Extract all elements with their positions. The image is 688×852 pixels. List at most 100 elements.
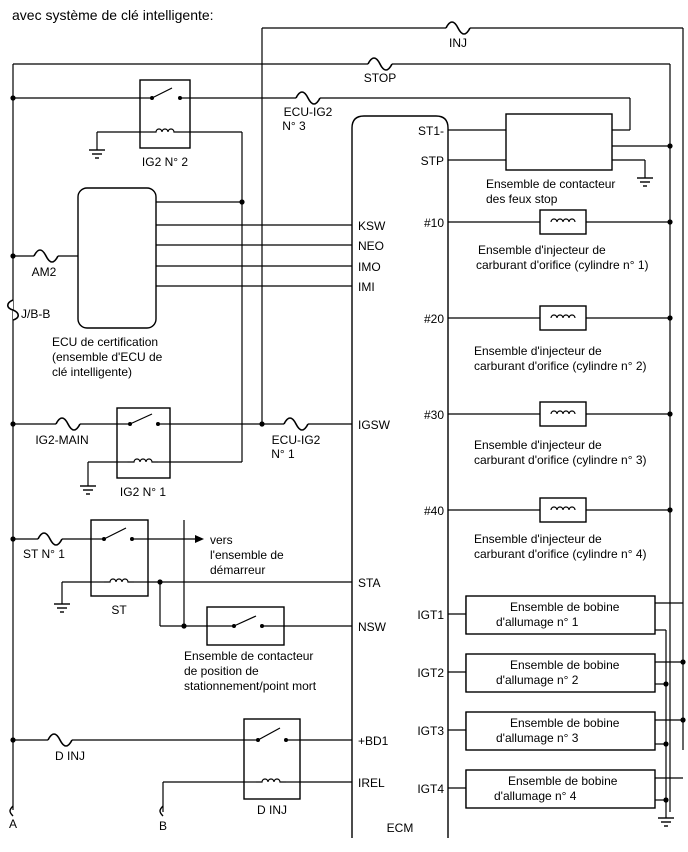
relay-d-inj: [243, 718, 301, 800]
fuse-inj-icon: [445, 21, 471, 35]
fuse-label-am2: AM2: [32, 265, 57, 279]
stop-switch-label-1: Ensemble de contacteur: [486, 177, 615, 191]
ecm-pin-igt2: IGT2: [417, 666, 444, 680]
injector-3-label-2: carburant d'orifice (cylindre n° 3): [474, 453, 647, 467]
neutral-switch-label-1: Ensemble de contacteur: [184, 649, 313, 663]
injector-4: [539, 497, 587, 523]
relay-ig2-1: [116, 407, 171, 479]
fuse-ig2-main-icon: [55, 417, 81, 431]
ignition-coil-3-label-2: d'allumage n° 3: [496, 731, 579, 745]
fuse-label-d-inj: D INJ: [55, 749, 85, 763]
relay-label-ig2-1: IG2 N° 1: [120, 485, 166, 499]
junctions: [10, 95, 686, 803]
ignition-coil-1: [465, 595, 656, 635]
ecm-pin-igt4: IGT4: [417, 782, 444, 796]
ecm-pin-igt3: IGT3: [417, 724, 444, 738]
ignition-coil-3: [465, 711, 656, 751]
jb-connector-icon: [6, 299, 20, 321]
connector-label-b: B: [159, 819, 167, 833]
ecm-pin-30: #30: [424, 408, 444, 422]
fuse-st1-icon: [37, 532, 63, 546]
starter-note-3: démarreur: [210, 563, 265, 577]
neutral-switch-label-3: stationnement/point mort: [184, 679, 317, 693]
certification-ecu-label-1: ECU de certification: [52, 335, 158, 349]
ignition-coil-4-label-1: Ensemble de bobine: [508, 774, 618, 788]
injector-3-label-1: Ensemble d'injecteur de: [474, 438, 602, 452]
ground-icon: [80, 485, 96, 495]
ecm-pin-10: #10: [424, 216, 444, 230]
ecm-pin-40: #40: [424, 504, 444, 518]
injector-4-label-1: Ensemble d'injecteur de: [474, 532, 602, 546]
coil-icon: [550, 314, 576, 319]
certification-ecu-label-3: clé intelligente): [52, 365, 132, 379]
relay-label-d-inj: D INJ: [257, 803, 287, 817]
ecm-pin-igsw: IGSW: [358, 418, 391, 432]
fuse-label-ecu-ig2-1: ECU-IG2: [272, 433, 321, 447]
injector-2-label-1: Ensemble d'injecteur de: [474, 344, 602, 358]
connector-label-a: A: [9, 817, 17, 831]
ground-symbols: [54, 149, 674, 827]
relay-ig2-2: [139, 79, 191, 149]
fuse-d-inj-icon: [47, 733, 73, 747]
ecm-pin-stp: STP: [421, 154, 444, 168]
ecm-pin-irel: IREL: [358, 776, 385, 790]
fuse-ecu-ig2-3-icon: [295, 91, 321, 105]
stop-switch-label-2: des feux stop: [486, 192, 558, 206]
ecm-box: [351, 115, 449, 838]
ignition-coil-1-label-2: d'allumage n° 1: [496, 615, 579, 629]
ignition-coil-2: [465, 653, 656, 693]
ground-icon: [637, 177, 653, 187]
ecm-pin-imi: IMI: [358, 280, 375, 294]
ignition-coil-1-label-1: Ensemble de bobine: [510, 600, 620, 614]
coil-icon: [128, 458, 158, 463]
ground-icon: [89, 149, 105, 159]
coil-icon: [104, 578, 134, 583]
neutral-switch: [206, 606, 285, 646]
ignition-coil-3-label-1: Ensemble de bobine: [510, 716, 620, 730]
ecm-pin-sta: STA: [358, 576, 380, 590]
starter-note-1: vers: [210, 533, 233, 547]
injector-1-label-1: Ensemble d'injecteur de: [478, 243, 606, 257]
fuse-symbols: [6, 21, 471, 817]
fuse-label-ecu-ig2-1-num: N° 1: [271, 447, 295, 461]
ecm-pin-20: #20: [424, 312, 444, 326]
coil-icon: [550, 506, 576, 511]
ignition-coil-4-label-2: d'allumage n° 4: [494, 789, 577, 803]
ecm-pin-imo: IMO: [358, 260, 381, 274]
connector-break-b-icon: [159, 805, 164, 817]
fuse-am2-icon: [33, 249, 59, 263]
coil-icon: [550, 410, 576, 415]
ground-icon: [658, 817, 674, 827]
fuse-label-ecu-ig2-3-num: N° 3: [282, 119, 306, 133]
starter-note-2: l'ensemble de: [210, 548, 284, 562]
fuse-label-ecu-ig2-3: ECU-IG2: [284, 105, 333, 119]
coil-icon: [256, 778, 286, 783]
jb-label: J/B-B: [21, 307, 50, 321]
fuse-label-ig2-main: IG2-MAIN: [35, 433, 88, 447]
ecm-pin-igt1: IGT1: [417, 608, 444, 622]
fuse-ecu-ig2-1-icon: [283, 417, 309, 431]
ecm-pin-bd1: +BD1: [358, 734, 389, 748]
injector-1: [539, 209, 587, 235]
certification-ecu-label-2: (ensemble d'ECU de: [52, 350, 163, 364]
stop-switch-box: [505, 113, 613, 171]
ecm-pin-nsw: NSW: [358, 620, 387, 634]
coil-icon: [150, 128, 180, 133]
injector-3: [539, 401, 587, 427]
relay-st: [90, 519, 149, 597]
ignition-coil-2-label-1: Ensemble de bobine: [510, 658, 620, 672]
ignition-coil-4: [465, 769, 656, 809]
injector-2-label-2: carburant d'orifice (cylindre n° 2): [474, 359, 647, 373]
injector-2: [539, 305, 587, 331]
diagram-title: avec système de clé intelligente:: [12, 7, 214, 23]
fuse-label-stop: STOP: [364, 71, 396, 85]
relay-label-st: ST: [111, 603, 127, 617]
wires: [12, 27, 684, 818]
ecm-pin-st1: ST1-: [418, 124, 444, 138]
ground-icon: [54, 603, 70, 613]
injector-1-label-2: carburant d'orifice (cylindre n° 1): [476, 258, 649, 272]
fuse-label-st1: ST N° 1: [23, 547, 65, 561]
certification-ecu-box: [77, 187, 157, 329]
neutral-switch-label-2: de position de: [184, 664, 259, 678]
